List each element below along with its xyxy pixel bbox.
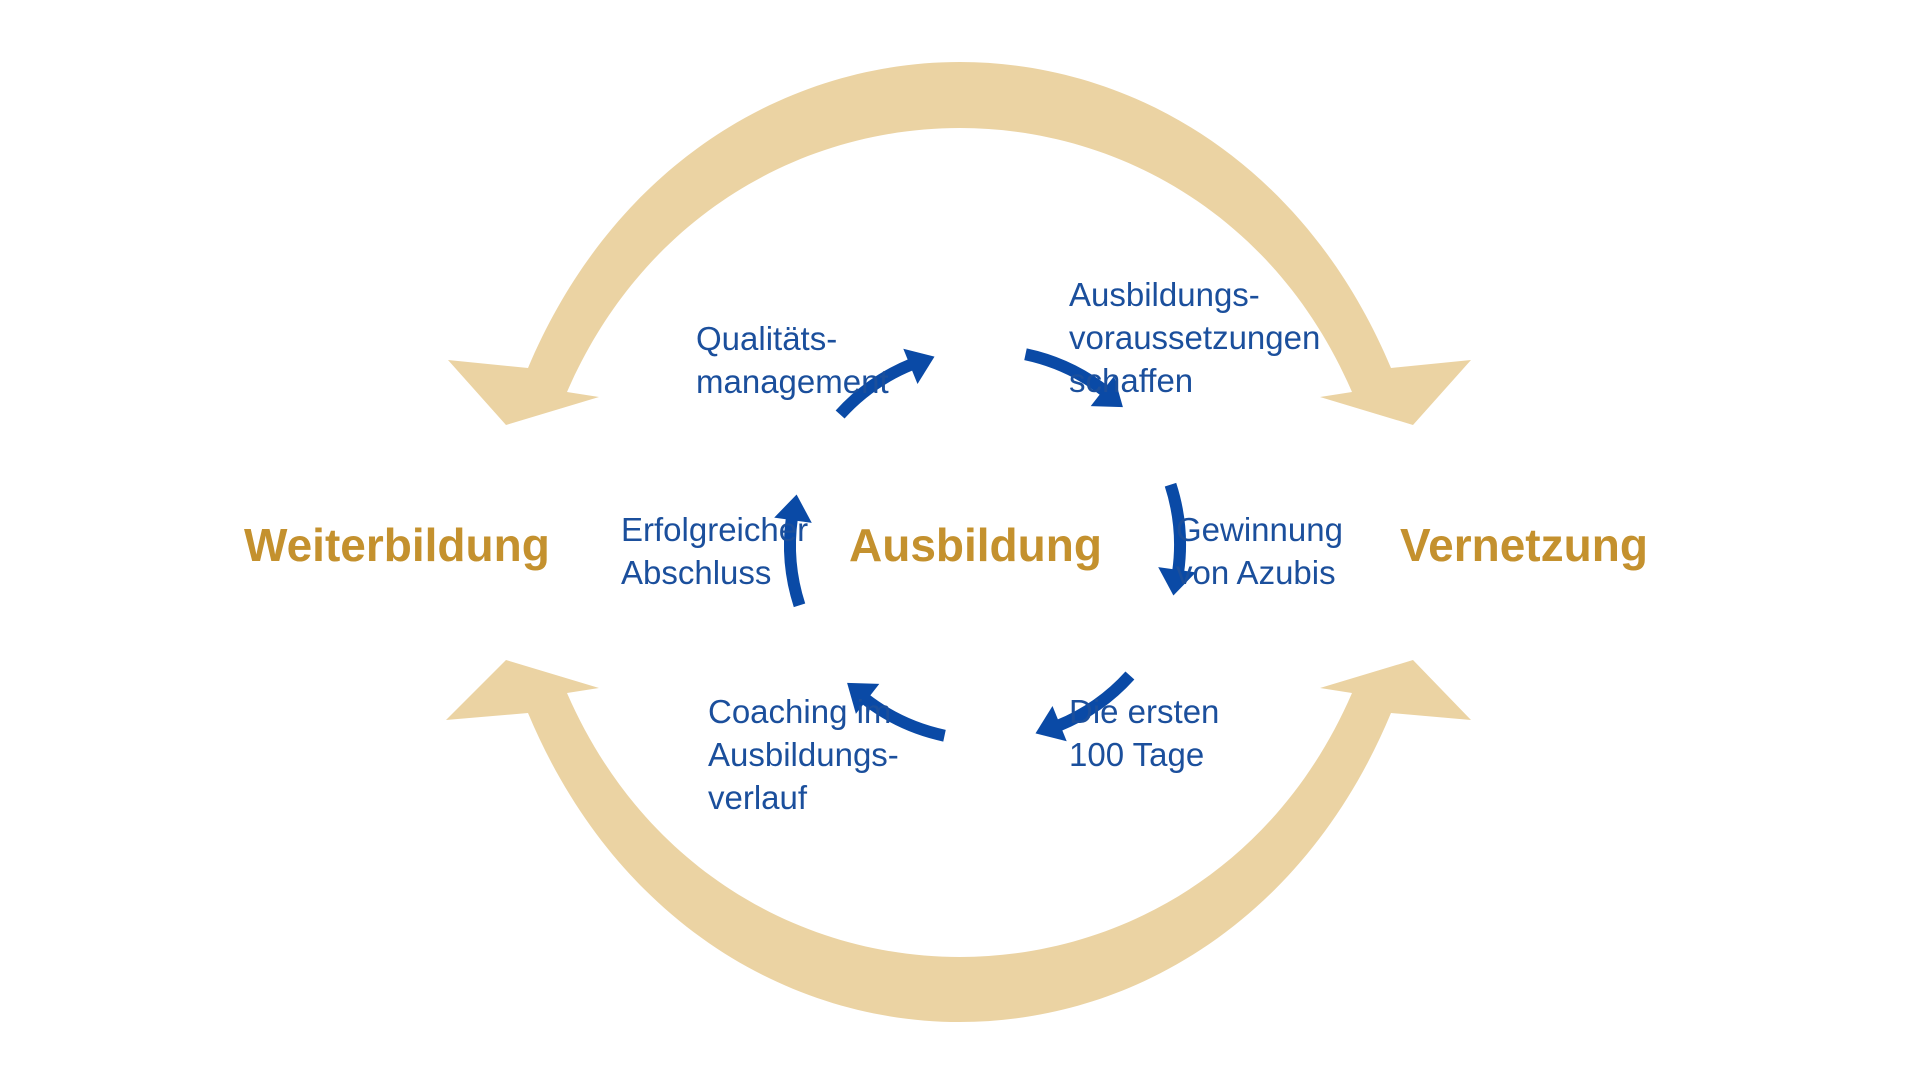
inner-arrowhead-icon [1158,567,1196,596]
step-label-line: Erfolgreicher [621,511,809,548]
step-coaching: Coaching im Ausbildungs-verlauf [708,690,899,819]
inner-arrowhead-icon [847,682,880,714]
inner-arrowhead-icon [1090,376,1123,408]
inner-arrow-icon [1055,671,1135,732]
step-label-line: 100 Tage [1069,736,1205,773]
step-die-ersten-100-tage: Die ersten 100 Tage [1069,690,1219,776]
step-gewinnung-von-azubis: Gewinnung von Azubis [1176,508,1343,594]
inner-arrow-icon [784,517,806,608]
inner-arrowhead-icon [903,348,935,384]
step-label-line: Qualitäts- [696,320,838,357]
inner-arrow-icon [1164,482,1186,573]
step-label-line: Abschluss [621,554,772,591]
outer-arc-bottom-icon [446,660,1471,1022]
step-label-line: Die ersten [1069,693,1220,730]
step-label-line: management [696,363,889,400]
step-label-line: voraussetzungen [1069,319,1321,356]
step-ausbildungsvoraussetzungen: Ausbildungs-voraussetzungen schaffen [1069,273,1320,402]
inner-arrow-icon [861,693,946,742]
inner-arrowhead-icon [1035,706,1067,742]
center-label-ausbildung: Ausbildung [849,519,1102,571]
inner-cycle-arrows [774,348,1196,742]
inner-arrowhead-icon [774,494,812,523]
step-label-line: Ausbildungs- [708,736,899,773]
side-label-vernetzung: Vernetzung [1400,519,1648,571]
inner-arrow-icon [1024,348,1109,397]
step-label-line: verlauf [708,779,808,816]
step-label-line: Gewinnung [1176,511,1343,548]
step-label-line: von Azubis [1176,554,1336,591]
side-label-weiterbildung: Weiterbildung [244,519,550,571]
step-label-line: Ausbildungs- [1069,276,1260,313]
step-label-line: Coaching im [708,693,892,730]
step-label-line: schaffen [1069,362,1194,399]
step-qualitaetsmanagement: Qualitäts-management [696,317,889,403]
outer-arc-top-icon [448,62,1471,425]
inner-arrow-icon [835,358,915,419]
